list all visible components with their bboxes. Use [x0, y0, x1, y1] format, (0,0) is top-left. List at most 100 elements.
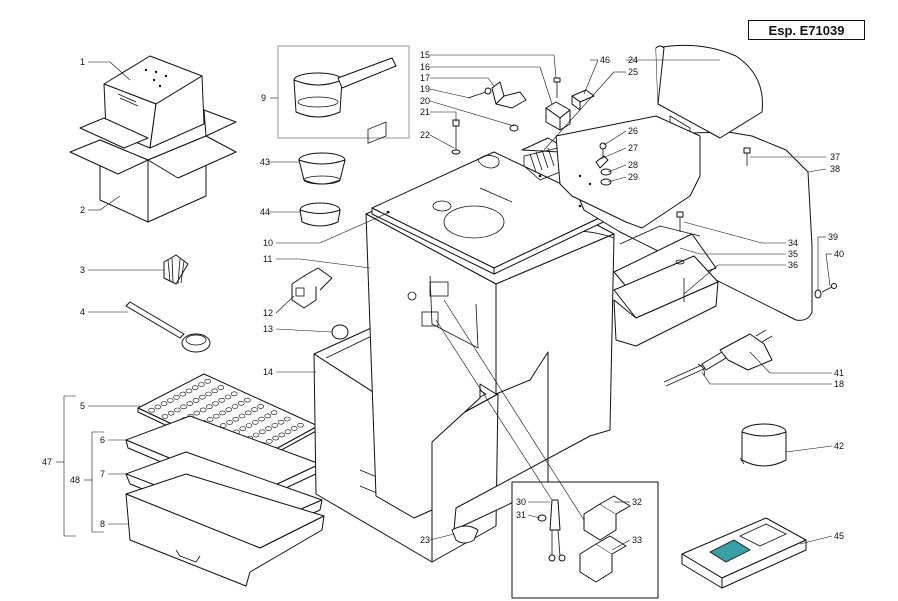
drip-grid-hole [226, 420, 233, 425]
drip-grid-hole [179, 391, 187, 397]
ref-20: 20 [420, 96, 430, 106]
switch-33 [579, 535, 627, 583]
drip-grid-hole [174, 407, 181, 413]
screw-37 [743, 147, 751, 166]
drip-grid-hole [258, 429, 266, 435]
ref-32: 32 [632, 497, 642, 507]
ref-37: 37 [830, 152, 840, 162]
diagram-code: Esp. E71039 [748, 20, 865, 40]
drip-grid-hole [224, 394, 232, 400]
switch-12 [291, 267, 333, 309]
drip-grid-hole [191, 385, 199, 391]
ref-21: 21 [420, 107, 430, 117]
ref-12: 12 [263, 308, 273, 318]
instruction-booklet-3 [163, 254, 189, 285]
portafilter-9 [293, 57, 397, 118]
drip-grid-hole [167, 410, 175, 416]
drip-grid-hole [212, 401, 219, 406]
drip-grid-hole [252, 432, 260, 438]
carton-box-1-2 [69, 55, 237, 223]
drip-grid-hole [230, 391, 238, 397]
power-cord-41 [663, 329, 773, 387]
drip-grid-hole [265, 438, 273, 444]
drip-grid-hole [173, 394, 180, 400]
drip-grid-hole [206, 404, 213, 410]
reference-numbers: 1 2 3 4 5 6 7 8 9 10 11 12 13 14 15 16 1… [42, 50, 844, 545]
drip-grid-hole [186, 401, 194, 406]
inset-box-30-33 [511, 481, 659, 599]
screw-15 [553, 77, 561, 98]
ref-7: 7 [100, 469, 105, 479]
ref-28: 28 [628, 160, 638, 170]
drip-grid-hole [180, 404, 187, 410]
drip-grid-hole [245, 423, 253, 428]
drip-grid-hole [205, 391, 212, 397]
drip-grid-hole [278, 432, 286, 438]
screw-34 [676, 211, 684, 232]
foot-23 [451, 525, 479, 544]
ref-9: 9 [261, 93, 266, 103]
drip-grid-hole [244, 397, 251, 403]
drip-grid-hole [270, 410, 278, 416]
bracket-47 [56, 395, 76, 537]
drip-grid-hole [217, 385, 225, 390]
ref-22: 22 [420, 130, 430, 140]
drip-grid-hole [225, 407, 233, 413]
screw-22 [451, 119, 461, 155]
ref-48: 48 [70, 475, 80, 485]
drip-grid-hole [265, 426, 272, 431]
ref-42: 42 [834, 441, 844, 451]
drip-grid-hole [211, 388, 218, 394]
drip-grid-hole [204, 378, 211, 384]
drip-grid-hole [154, 404, 162, 410]
drip-grid-hole [198, 382, 205, 387]
drip-grid-hole [192, 398, 200, 403]
drip-grid-hole [257, 404, 265, 409]
drip-grid-hole [199, 394, 206, 400]
switch-32 [583, 495, 631, 541]
drip-grid-hole [148, 407, 155, 413]
ref-15: 15 [420, 50, 430, 60]
drip-grid-hole [238, 413, 246, 419]
ref-39: 39 [828, 232, 838, 242]
ref-43: 43 [260, 157, 270, 167]
drip-grid-hole [220, 423, 227, 428]
ref-3: 3 [80, 265, 85, 275]
lamp-30-31 [537, 499, 566, 562]
cap-13 [331, 324, 349, 340]
washer-20 [509, 124, 519, 132]
drip-grid-hole [251, 407, 258, 412]
ref-36: 36 [788, 260, 798, 270]
drip-grid-hole [277, 419, 285, 425]
switch-block-16 [545, 101, 571, 131]
ref-8: 8 [100, 519, 105, 529]
filter-basket-43 [298, 152, 346, 185]
measuring-spoon-4 [125, 301, 211, 353]
drip-grid-hole [167, 398, 174, 403]
drip-grid-hole [252, 419, 259, 425]
ref-46: 46 [600, 55, 610, 65]
inset-box-9 [277, 45, 410, 139]
ref-41: 41 [834, 368, 844, 378]
ref-24: 24 [628, 55, 638, 65]
video-cassette-45 [681, 517, 807, 589]
ref-25: 25 [628, 67, 638, 77]
drip-grid-hole [199, 407, 207, 413]
ref-34: 34 [788, 238, 798, 248]
bracket-48 [84, 431, 104, 533]
relay-46 [571, 89, 595, 111]
boiler-cover-24 [655, 44, 763, 139]
ref-33: 33 [632, 535, 642, 545]
ref-31: 31 [516, 510, 526, 520]
ref-26: 26 [628, 126, 638, 136]
ref-13: 13 [263, 324, 273, 334]
ref-35: 35 [788, 249, 798, 259]
drip-grid-hole [206, 417, 214, 422]
drip-grid-hole [283, 416, 291, 422]
container-42 [739, 423, 787, 467]
ref-14: 14 [263, 367, 273, 377]
drip-grid-hole [213, 413, 220, 419]
drip-grid-hole [297, 422, 304, 428]
ref-18: 18 [834, 379, 844, 389]
